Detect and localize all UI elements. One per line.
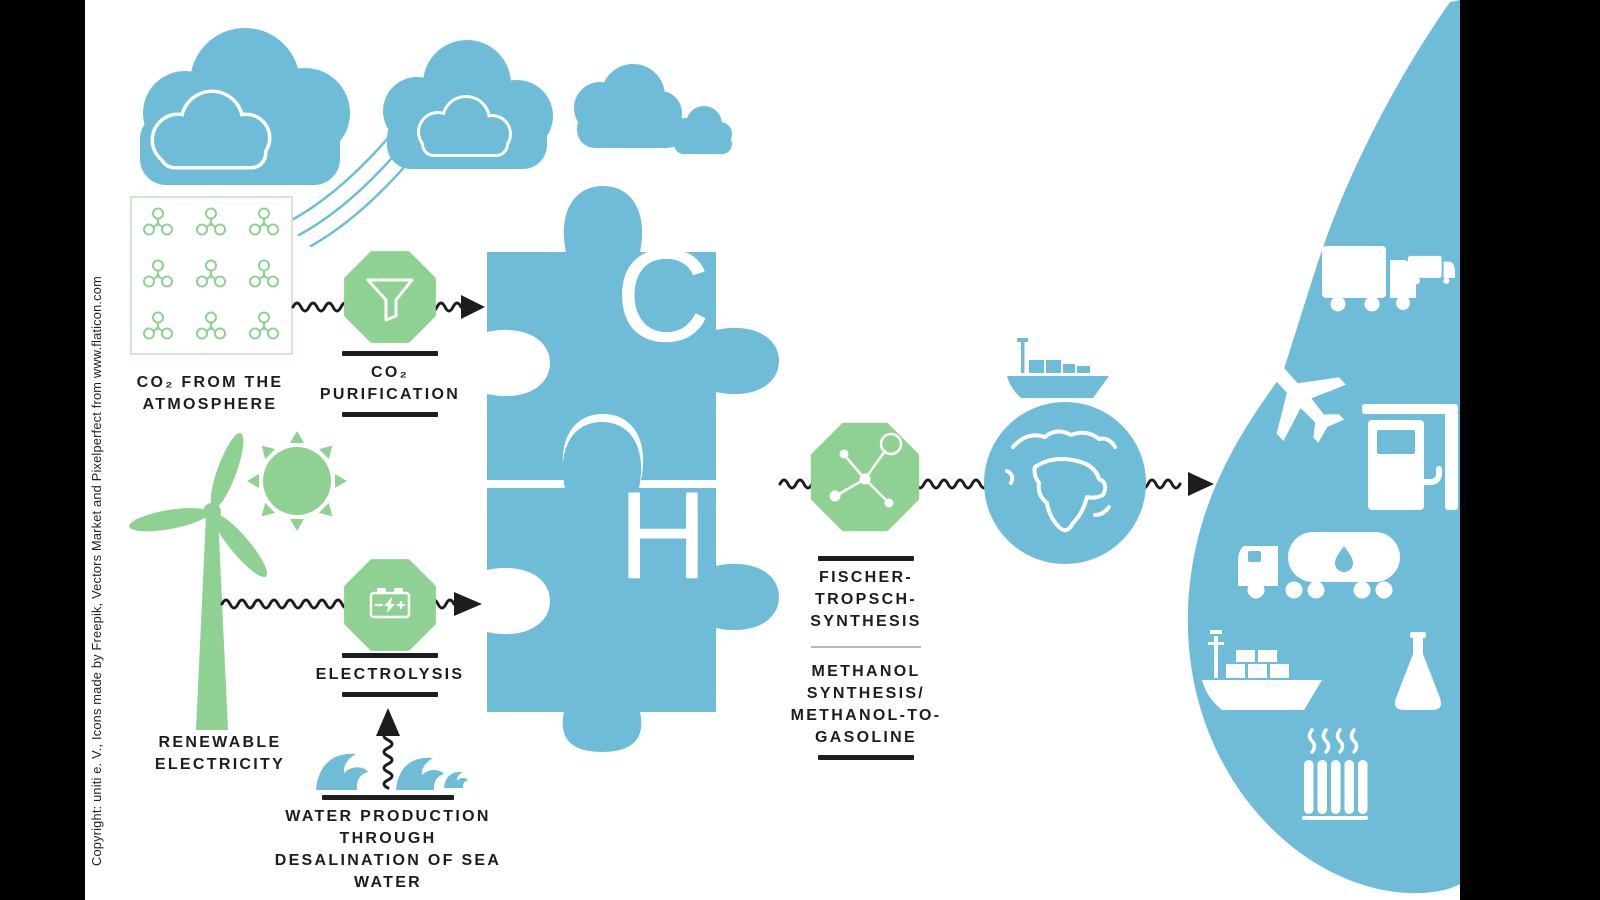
battery-icon xyxy=(369,588,411,619)
cargo-ship-icon xyxy=(1007,338,1109,398)
puzzle-piece-carbon xyxy=(487,186,779,480)
atmosphere-suction-lines xyxy=(286,128,415,248)
delivery-truck-icon xyxy=(1408,255,1456,285)
container-ship-icon xyxy=(1202,630,1322,710)
label-bar xyxy=(342,692,438,697)
label-bar xyxy=(322,795,454,800)
carbon-letter: C xyxy=(615,222,711,369)
cloud-icon xyxy=(574,64,732,154)
flow-arrow-water xyxy=(376,708,400,790)
laboratory-flask-icon xyxy=(1395,632,1441,710)
label-bar xyxy=(818,556,914,561)
label-renewable-electricity: RENEWABLE ELECTRICITY xyxy=(154,734,286,773)
label-methanol-synthesis: METHANOL SYNTHESIS/ METHANOL-TO- GASOLIN… xyxy=(790,663,942,746)
puzzle-piece-hydrogen xyxy=(487,422,779,752)
molecule-octagon xyxy=(810,422,920,532)
label-bar xyxy=(342,351,438,356)
funnel-icon xyxy=(366,278,414,322)
label-electrolysis: ELECTROLYSIS xyxy=(310,653,470,697)
molecule-icon xyxy=(829,432,903,508)
globe-icon xyxy=(984,402,1146,564)
cloud-icon xyxy=(383,40,553,169)
cloud-icon xyxy=(140,28,350,185)
label-water-production: WATER PRODUCTION THROUGH DESALINATION OF… xyxy=(238,795,538,900)
copyright-text: Copyright: uniti e. V., Icons made by Fr… xyxy=(89,276,104,866)
sun-icon xyxy=(247,431,347,531)
hydrogen-letter: H xyxy=(618,467,708,605)
wind-turbine-icon xyxy=(129,432,268,730)
label-synthesis: FISCHER- TROPSCH- SYNTHESIS METHANOL SYN… xyxy=(786,556,946,760)
funnel-octagon xyxy=(344,251,436,343)
airplane-icon xyxy=(1271,365,1346,443)
tanker-truck-icon xyxy=(1238,532,1400,599)
sea-waves-icon xyxy=(316,753,468,790)
label-ft-synthesis: FISCHER- TROPSCH- SYNTHESIS xyxy=(810,569,922,630)
label-bar xyxy=(342,653,438,658)
battery-octagon xyxy=(344,559,436,651)
label-co2-purification: CO₂ PURIFICATION xyxy=(310,351,470,417)
divider-line xyxy=(811,646,921,648)
fuel-pump-icon xyxy=(1362,404,1458,510)
radiator-icon xyxy=(1302,728,1368,820)
label-co2-atmosphere: CO₂ FROM THE ATMOSPHERE xyxy=(136,374,284,413)
co2-molecules-grid xyxy=(130,196,293,355)
fuel-drop-shape xyxy=(1187,0,1460,894)
label-bar xyxy=(818,755,914,760)
label-bar xyxy=(342,412,438,417)
